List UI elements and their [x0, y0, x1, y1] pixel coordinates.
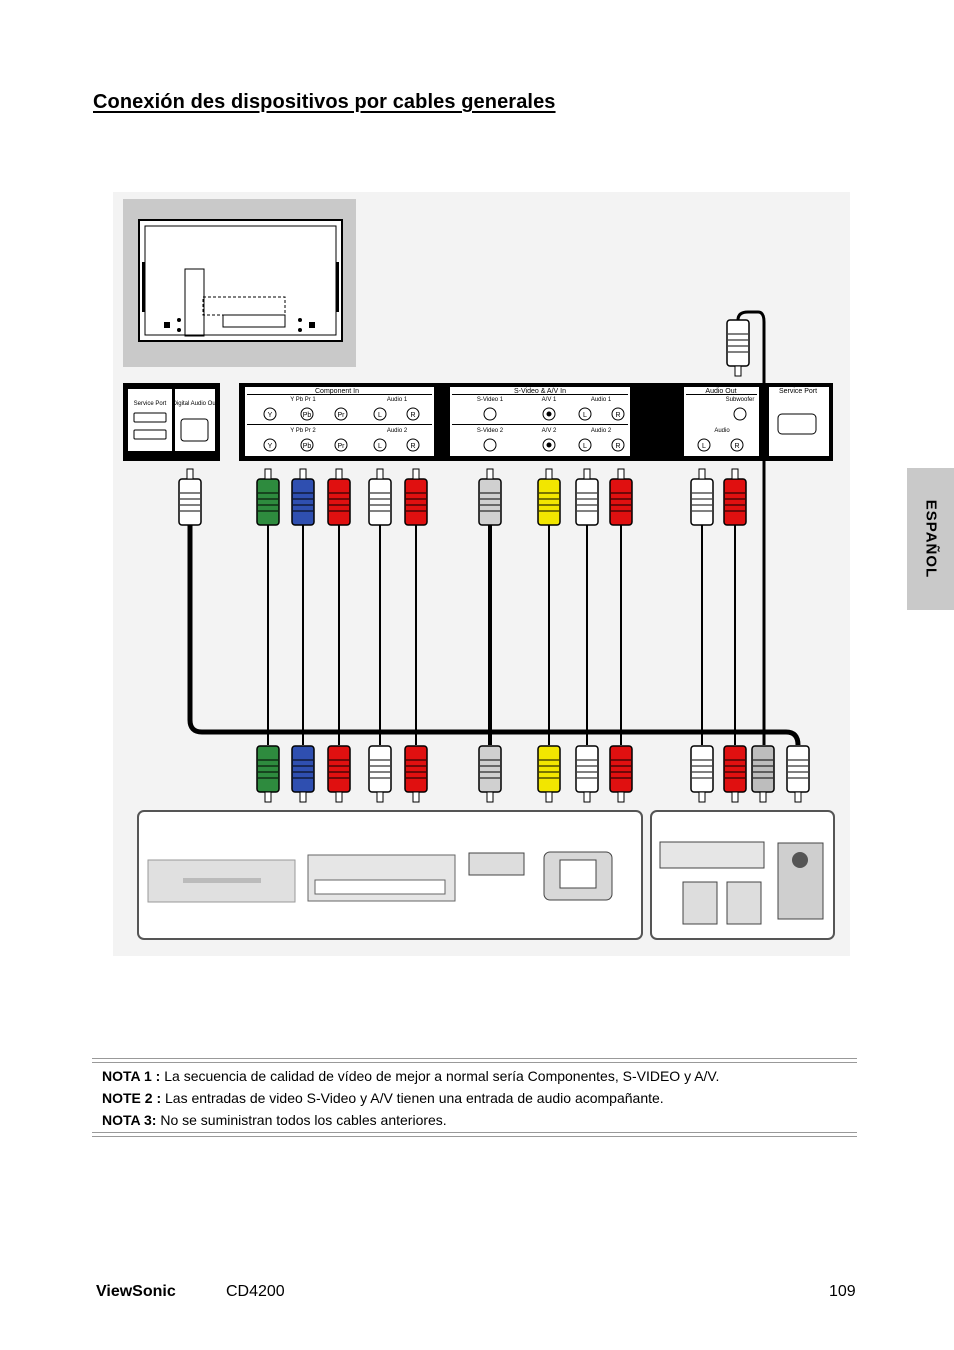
- audio-out-label: Audio Out: [705, 388, 736, 395]
- bottom-plug-red: [723, 745, 747, 803]
- svideo-av-in-label: S-Video & A/V In: [514, 388, 566, 395]
- top-plug-white: [368, 468, 392, 526]
- bottom-plug-yellow: [537, 745, 561, 803]
- audio-label: Audio: [714, 428, 730, 434]
- notes-top-rule-2: [92, 1062, 857, 1063]
- bottom-plug-red: [327, 745, 351, 803]
- jack-r2: R: [410, 443, 415, 450]
- jack-out-l: L: [702, 443, 706, 450]
- left-service-port-label: Service Port: [134, 401, 167, 407]
- jack-y2: Y: [268, 443, 273, 450]
- top-plug-white: [690, 468, 714, 526]
- jack-pr1: Pr: [338, 412, 346, 419]
- jack-l2: L: [378, 443, 382, 450]
- jack-l1: L: [378, 412, 382, 419]
- subwoofer-label: Subwoofer: [726, 397, 755, 403]
- cable-lines: [187, 310, 801, 746]
- bottom-plug-white: [368, 745, 392, 803]
- jack-av-l2: L: [583, 443, 587, 450]
- top-plug-white: [575, 468, 599, 526]
- notes-bottom-rule-2: [92, 1136, 857, 1137]
- bottom-plug-green: [256, 745, 280, 803]
- jack-av-r1: R: [615, 412, 620, 419]
- panel-jacks: [133, 407, 817, 452]
- note-3: NOTA 3: No se suministran todos los cabl…: [102, 1112, 447, 1128]
- bottom-plug-subwoofer: [751, 745, 775, 803]
- jack-out-r: R: [734, 443, 739, 450]
- svideo-audio2-label: Audio 2: [591, 428, 612, 434]
- svideo1-label: S-Video 1: [477, 397, 504, 403]
- top-plug-yellow: [537, 468, 561, 526]
- top-plug-green: [256, 468, 280, 526]
- notes-top-rule: [92, 1058, 857, 1059]
- rca-plugs: [178, 319, 810, 803]
- jack-pb2: Pb: [303, 443, 312, 450]
- svideo-audio1-label: Audio 1: [591, 397, 612, 403]
- bottom-plug-blue: [291, 745, 315, 803]
- jack-pr2: Pr: [338, 443, 346, 450]
- note-1: NOTA 1 : La secuencia de calidad de víde…: [102, 1068, 720, 1084]
- top-plug-red: [327, 468, 351, 526]
- jack-pb1: Pb: [303, 412, 312, 419]
- component-in-label: Component In: [315, 388, 359, 395]
- notes-box: NOTA 1 : La secuencia de calidad de víde…: [92, 1058, 857, 1138]
- tv-rear-illustration: [123, 199, 356, 367]
- av2-label: A/V 2: [542, 428, 557, 434]
- jack-y1: Y: [268, 412, 273, 419]
- av1-label: A/V 1: [542, 397, 557, 403]
- ypbpr2-label: Y Pb Pr 2: [290, 428, 316, 434]
- language-tab: ESPAÑOL: [907, 468, 954, 610]
- digital-audio-out-label: Digital Audio Out: [173, 401, 218, 407]
- component-audio1-label: Audio 1: [387, 397, 408, 403]
- jack-av-r2: R: [615, 443, 620, 450]
- bottom-plug-svideo: [478, 745, 502, 803]
- top-plug-red: [404, 468, 428, 526]
- bottom-plug-white: [690, 745, 714, 803]
- component-audio2-label: Audio 2: [387, 428, 408, 434]
- bottom-plug-optical: [786, 745, 810, 803]
- top-plug-red: [723, 468, 747, 526]
- footer-model: CD4200: [226, 1283, 285, 1300]
- top-plug-blue: [291, 468, 315, 526]
- jack-r1: R: [410, 412, 415, 419]
- panel-lettered-jacks: [263, 407, 744, 452]
- page-title: Conexión des dispositivos por cables gen…: [93, 91, 556, 113]
- ypbpr1-label: Y Pb Pr 1: [290, 397, 316, 403]
- top-plug-service: [726, 319, 750, 377]
- page-number: 109: [829, 1283, 856, 1300]
- notes-bottom-rule: [92, 1132, 857, 1133]
- device-area: [137, 810, 835, 940]
- top-plug-red: [609, 468, 633, 526]
- bottom-plug-white: [575, 745, 599, 803]
- jack-av-l1: L: [583, 412, 587, 419]
- bottom-plug-red: [404, 745, 428, 803]
- top-plug-svideo: [478, 468, 502, 526]
- top-plug-optical: [178, 468, 202, 526]
- footer-brand: ViewSonic: [96, 1283, 176, 1300]
- note-2: NOTE 2 : Las entradas de video S-Video y…: [102, 1090, 664, 1106]
- svideo2-label: S-Video 2: [477, 428, 504, 434]
- bottom-plug-red: [609, 745, 633, 803]
- service-port-label: Service Port: [779, 388, 817, 395]
